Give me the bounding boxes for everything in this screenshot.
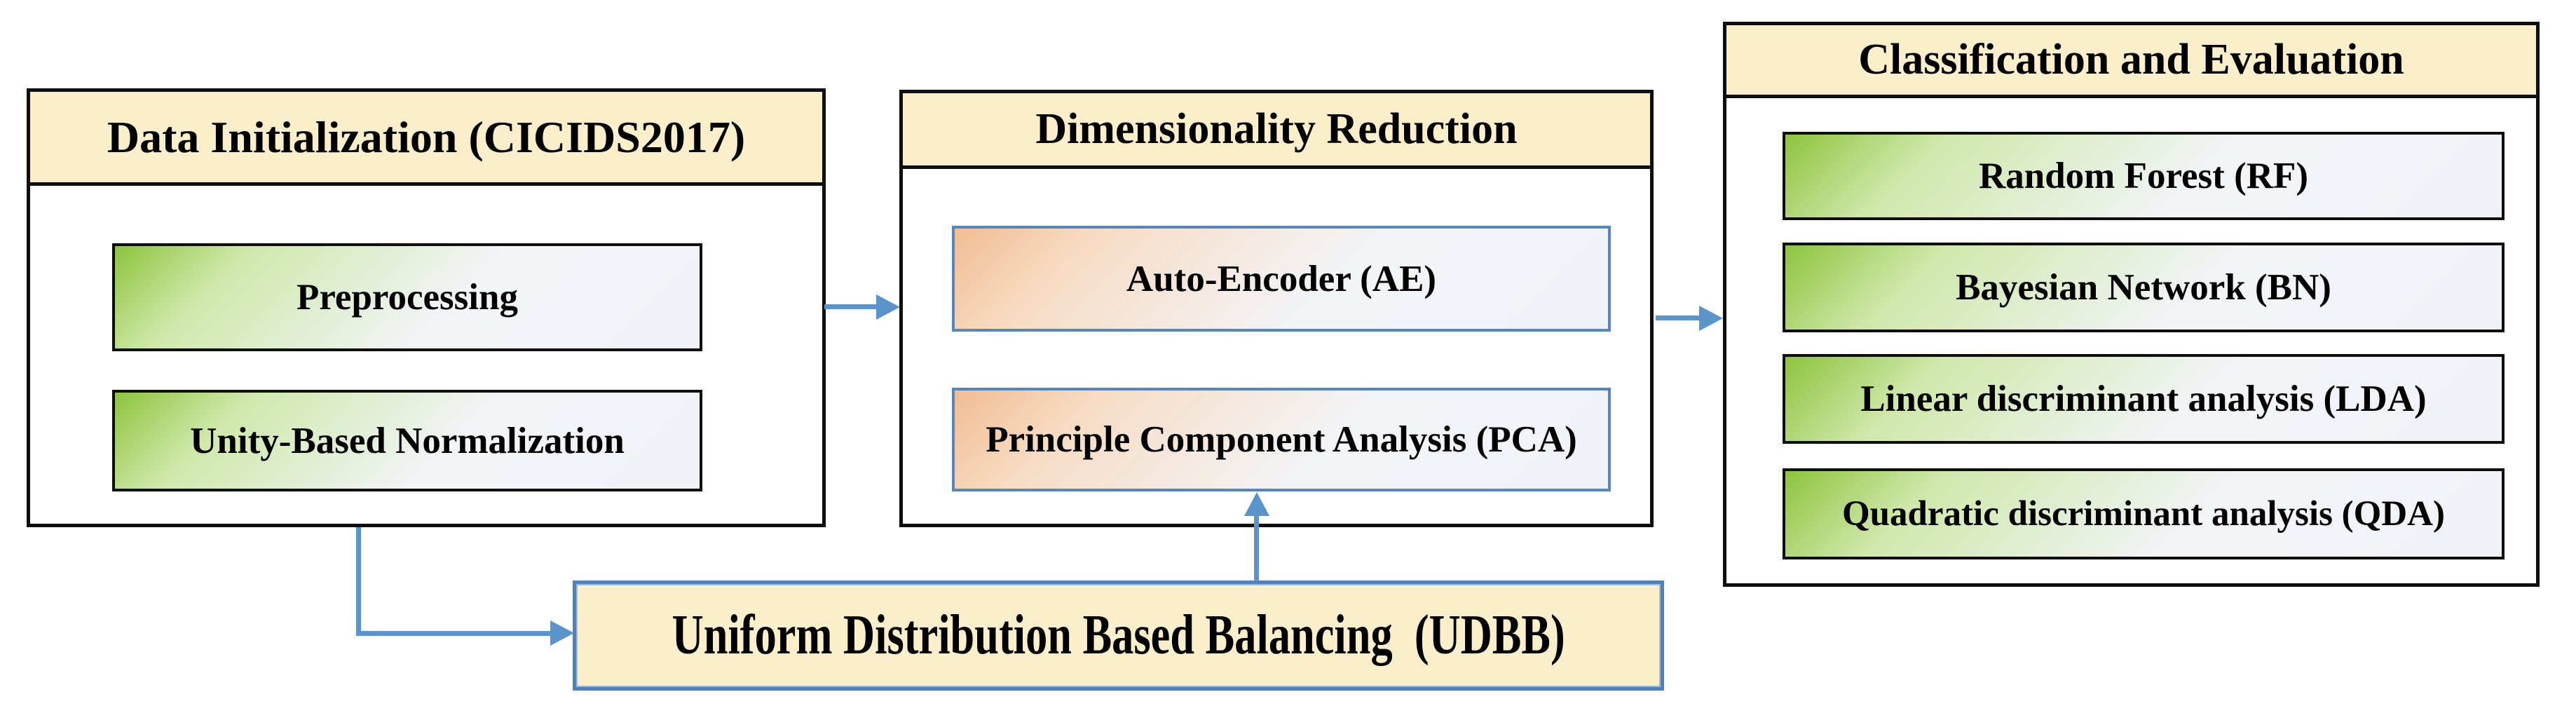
- panel-data-initialization-header: Data Initialization (CICIDS2017): [30, 92, 822, 186]
- box-unity-based-normalization-label: Unity-Based Normalization: [190, 420, 625, 461]
- panel-classification-evaluation-header: Classification and Evaluation: [1726, 25, 2536, 98]
- panel-dimensionality-reduction-title: Dimensionality Reduction: [1035, 105, 1518, 153]
- box-pca-label: Principle Component Analysis (PCA): [986, 419, 1577, 460]
- box-preprocessing: Preprocessing: [112, 243, 702, 351]
- arrow-shaft: [824, 304, 878, 309]
- box-random-forest-label: Random Forest (RF): [1978, 156, 2309, 196]
- box-lda: Linear discriminant analysis (LDA): [1783, 354, 2505, 444]
- box-bayesian-network-label: Bayesian Network (BN): [1956, 267, 2331, 308]
- arrow-shaft-vertical: [356, 527, 361, 636]
- box-random-forest: Random Forest (RF): [1783, 132, 2505, 220]
- arrow-head-icon: [550, 620, 574, 646]
- arrow-shaft-horizontal: [356, 631, 550, 636]
- panel-dimensionality-reduction-header: Dimensionality Reduction: [903, 93, 1650, 169]
- box-lda-label: Linear discriminant analysis (LDA): [1860, 379, 2427, 419]
- box-qda: Quadratic discriminant analysis (QDA): [1783, 468, 2505, 559]
- box-auto-encoder-label: Auto-Encoder (AE): [1126, 258, 1437, 299]
- box-qda-label: Quadratic discriminant analysis (QDA): [1842, 494, 2445, 534]
- panel-classification-evaluation-title: Classification and Evaluation: [1858, 36, 2404, 83]
- arrow-shaft: [1656, 315, 1701, 320]
- box-udbb: Uniform Distribution Based Balancing (UD…: [573, 580, 1664, 691]
- arrow-head-icon: [1244, 492, 1269, 516]
- box-bayesian-network: Bayesian Network (BN): [1783, 243, 2505, 332]
- panel-data-initialization-title: Data Initialization (CICIDS2017): [107, 111, 746, 162]
- arrow-head-icon: [876, 294, 900, 320]
- arrow-shaft: [1254, 515, 1259, 581]
- arrow-head-icon: [1699, 306, 1723, 331]
- box-pca: Principle Component Analysis (PCA): [952, 388, 1611, 491]
- box-preprocessing-label: Preprocessing: [296, 277, 518, 318]
- box-auto-encoder: Auto-Encoder (AE): [952, 226, 1611, 332]
- box-unity-based-normalization: Unity-Based Normalization: [112, 390, 702, 491]
- box-udbb-label: Uniform Distribution Based Balancing (UD…: [672, 604, 1565, 666]
